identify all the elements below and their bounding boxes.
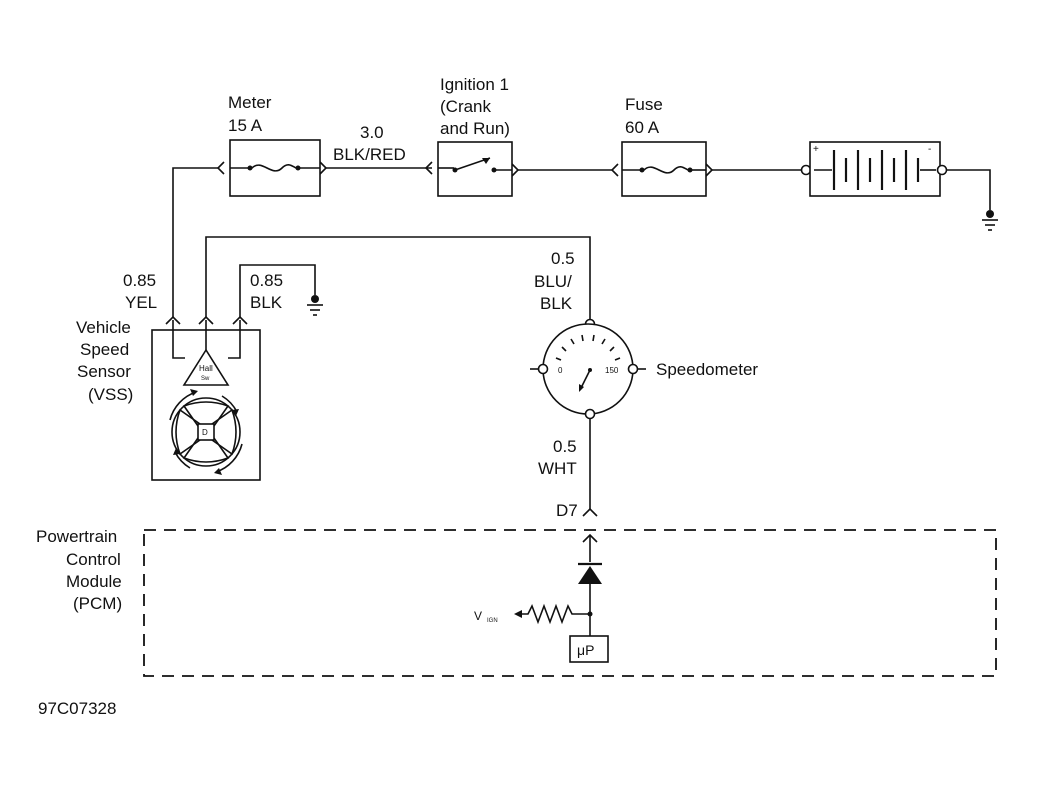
ignition-label-line3: and Run) [440,119,510,138]
wire-blk-color: BLK [250,293,283,312]
wire-blu-blk-color2: BLK [540,294,573,313]
vign-label: V [474,609,482,623]
vss-label-line1: Vehicle [76,318,131,337]
pcm-connector-label: D7 [556,501,578,520]
vign-subscript: IGN [487,618,498,624]
signal-wires [205,236,591,510]
wire-blk-red-gauge: 3.0 [360,123,384,142]
wire-blk [239,264,316,318]
wire-blu-blk-gauge: 0.5 [551,249,575,268]
wire-battery-ground [946,169,991,210]
speedometer-scale-max: 150 [605,366,619,375]
figure-code: 97C07328 [38,699,116,718]
wire-blu-blk [205,236,591,320]
wire-wht-gauge: 0.5 [553,437,577,456]
speedometer: 0 150 Speedometer [530,318,758,420]
ground-icon [982,210,998,231]
pcm-label-line3: Module [66,572,122,591]
speedometer-dial [542,323,634,415]
wire-blu-blk-color1: BLU/ [534,272,572,291]
wire-blk-red-color: BLK/RED [333,145,406,164]
vehicle-speed-sensor: Hall Sw D Vehicle Speed Sensor (VSS) [76,315,261,481]
ignition-label-line2: (Crank [440,97,492,116]
power-wires [172,167,991,318]
battery-minus: - [928,144,931,155]
hall-label-line1: Hall [199,364,213,373]
ignition-switch: Ignition 1 (Crank and Run) [424,75,520,197]
vss-label-line3: Sensor [77,362,131,381]
wire-blk-gauge: 0.85 [250,271,283,290]
wire-yel-color: YEL [125,293,157,312]
svg-text:D: D [202,428,208,437]
ground-icon [307,295,323,316]
main-fuse: Fuse 60 A [610,95,714,197]
vss-label-line2: Speed [80,340,129,359]
pcm-label-line4: (PCM) [73,594,122,613]
pcm-boundary [143,529,997,677]
microprocessor-label: μP [577,642,594,658]
battery-plus: + [813,144,819,155]
speedometer-label: Speedometer [656,360,758,379]
hall-switch-icon [182,348,230,386]
vss-label-line4: (VSS) [88,385,133,404]
resistor-icon [516,603,590,625]
rotor-icon: D [169,389,243,475]
pcm-label-line2: Control [66,550,121,569]
hall-label-line2: Sw [201,376,210,382]
main-fuse-name: Fuse [625,95,663,114]
meter-fuse: Meter 15 A [216,93,328,197]
meter-fuse-rating: 15 A [228,116,263,135]
pcm-module: Powertrain Control Module (PCM) V IGN μP [36,527,997,677]
speedometer-scale-min: 0 [558,366,563,375]
meter-fuse-name: Meter [228,93,272,112]
pcm-label-line1: Powertrain [36,527,117,546]
wire-yel-gauge: 0.85 [123,271,156,290]
ignition-label-line1: Ignition 1 [440,75,509,94]
wire-yel [172,167,218,318]
battery: + - [800,141,948,197]
main-fuse-rating: 60 A [625,118,660,137]
diode-icon [578,566,602,584]
connector-chevron [319,161,328,175]
microprocessor-box [569,635,609,663]
pcm-connector-chevron [582,507,598,517]
battery-box [809,141,941,197]
wire-wht-color: WHT [538,459,577,478]
connector-chevron [216,161,225,175]
